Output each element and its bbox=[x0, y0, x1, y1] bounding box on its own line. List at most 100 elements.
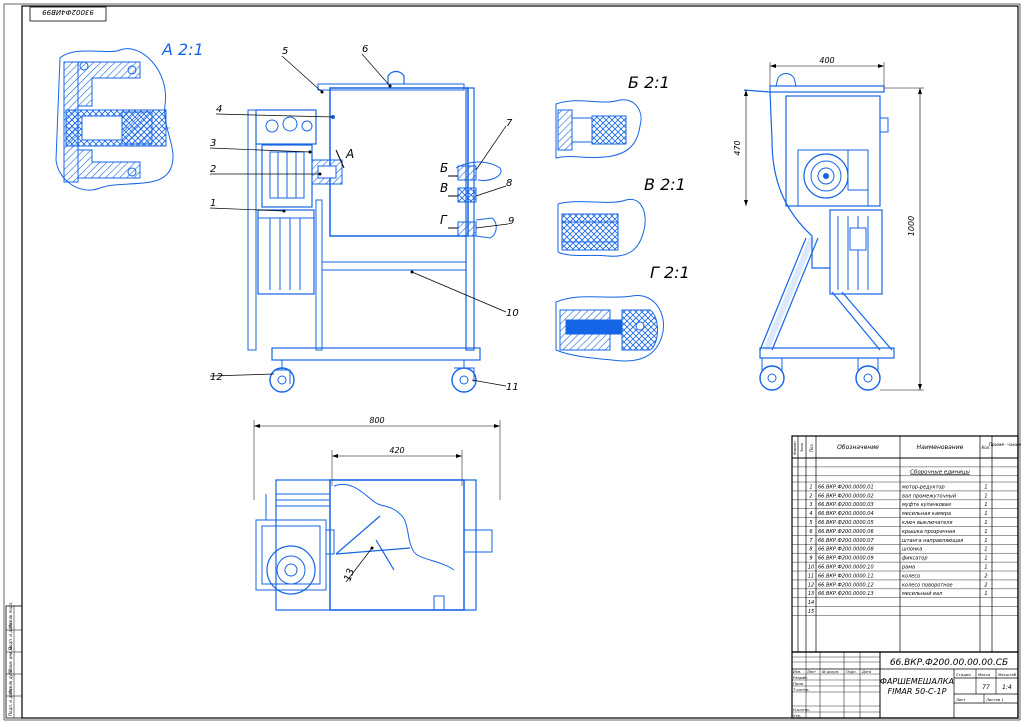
section-letter-g: Г bbox=[440, 213, 448, 227]
tb-stage-label: Стадия bbox=[956, 672, 971, 677]
bom-row-name: шпонка bbox=[902, 547, 922, 553]
callout-4: 4 bbox=[216, 104, 222, 115]
bom-row-name: вал промежуточный bbox=[902, 493, 957, 499]
bom-row-qty: 2 bbox=[984, 582, 987, 588]
detail-v-label: В 2:1 bbox=[644, 175, 686, 194]
callout-1: 1 bbox=[210, 198, 216, 209]
tb-scale: 1:4 bbox=[1002, 684, 1012, 691]
bom-row-designation: 66.ВКР.Ф200.0000.09 bbox=[818, 556, 874, 562]
sheet-frame: 93002Ф4ИВ99 bbox=[3, 3, 1021, 721]
callout-10: 10 bbox=[506, 308, 519, 319]
section-letter-b: Б bbox=[440, 161, 448, 175]
bom-head-designation: Обозначение bbox=[837, 444, 879, 451]
tb-scale-label: Масштаб bbox=[998, 672, 1017, 677]
callout-6: 6 bbox=[362, 44, 368, 55]
bom-row-qty: 1 bbox=[984, 538, 987, 544]
left-margin-stamp: Инв.№ подл. Подп. и дата Взам. инв.№ Инв… bbox=[5, 602, 23, 719]
tb-sheets-label: Листов 1 bbox=[985, 697, 1004, 702]
tb-col-izm: Изм. bbox=[793, 670, 801, 674]
bom-row-pos: 12 bbox=[808, 582, 814, 588]
tb-col-date: Дата bbox=[861, 670, 871, 674]
bom-head-format: Формат bbox=[793, 440, 797, 455]
bom-row-qty: 1 bbox=[984, 520, 987, 526]
detail-b-label: Б 2:1 bbox=[628, 73, 670, 92]
dim-side-width: 400 bbox=[819, 56, 834, 65]
tb-col-list: Лист bbox=[806, 670, 817, 674]
callout-11: 11 bbox=[506, 382, 519, 393]
bom-row-name: месильная камера bbox=[902, 511, 951, 517]
tb-sheet-label: Лист bbox=[955, 697, 966, 702]
bom-row-pos: 4 bbox=[809, 511, 812, 517]
bom-row-qty: 1 bbox=[984, 529, 987, 535]
bom-row-pos: 13 bbox=[808, 591, 814, 597]
bom-row-qty: 1 bbox=[984, 565, 987, 571]
callout-3: 3 bbox=[210, 138, 216, 149]
bom-row-pos: 3 bbox=[809, 502, 812, 508]
callout-9: 9 bbox=[508, 216, 514, 227]
dim-side-height-upper: 470 bbox=[733, 140, 742, 155]
callout-7: 7 bbox=[506, 118, 513, 129]
callout-2: 2 bbox=[210, 164, 216, 175]
bom-row-qty: 2 bbox=[984, 573, 987, 579]
bom-row-designation: 66.ВКР.Ф200.0000.12 bbox=[818, 582, 874, 588]
tb-col-sign: Подп. bbox=[846, 670, 857, 674]
bom-row-designation: 66.ВКР.Ф200.0000.10 bbox=[818, 565, 874, 571]
detail-v-view: В 2:1 bbox=[557, 175, 686, 257]
bom-row-name: ключ выключателя bbox=[902, 520, 953, 526]
top-view: 800 420 13 bbox=[253, 416, 501, 611]
title-block: Изм. Лист № докум. Подп. Дата Разраб. Пр… bbox=[791, 651, 1019, 719]
bom-row-designation: 66.ВКР.Ф200.0000.02 bbox=[818, 493, 874, 499]
detail-g-label: Г 2:1 bbox=[650, 263, 690, 282]
dim-top-overall: 800 bbox=[369, 416, 384, 425]
bom-row-qty: 1 bbox=[984, 511, 987, 517]
bom-row-qty: 1 bbox=[984, 484, 987, 490]
bom-row-name: месильный вал bbox=[902, 591, 943, 597]
bom-row-pos: 11 bbox=[808, 573, 814, 579]
bom-section-title: Сборочные единицы bbox=[910, 469, 970, 475]
tb-role-nkontr: Н.контр. bbox=[793, 707, 810, 712]
bom-row-name: муфта кулачковая bbox=[902, 502, 951, 508]
dim-side-height-total: 1000 bbox=[907, 216, 916, 236]
bom-row-pos: 10 bbox=[808, 565, 814, 571]
bom-head-zone: Зона bbox=[800, 443, 804, 452]
bom-row-qty: 1 bbox=[984, 502, 987, 508]
section-letter-a: А bbox=[345, 147, 354, 161]
side-view: 400 470 1000 bbox=[733, 56, 924, 391]
detail-b-view: Б 2:1 bbox=[555, 73, 670, 159]
bom-row-pos: 14 bbox=[808, 600, 814, 606]
bom-row-qty: 1 bbox=[984, 493, 987, 499]
bom-row-qty: 1 bbox=[984, 547, 987, 553]
callout-13: 13 bbox=[342, 567, 357, 583]
bom-row-pos: 1 bbox=[809, 484, 812, 490]
bom-head-name: Наименование bbox=[917, 444, 964, 451]
bom-row-pos: 6 bbox=[809, 529, 812, 535]
margin-label-2: Подп. и дата bbox=[8, 622, 13, 650]
bom-head-pos: Поз. bbox=[809, 443, 814, 452]
stamp-code: 93002Ф4ИВ99 bbox=[42, 8, 94, 16]
detail-a-label: А 2:1 bbox=[161, 40, 204, 59]
bom-row-pos: 15 bbox=[808, 609, 814, 615]
bom-row-designation: 66.ВКР.Ф200.0000.05 bbox=[818, 520, 874, 526]
bom-row-name: штанга направляющая bbox=[902, 538, 963, 544]
tb-role-utv: Утв. bbox=[793, 713, 801, 718]
detail-a-view: А 2:1 bbox=[55, 40, 204, 191]
bom-row-designation: 66.ВКР.Ф200.0000.08 bbox=[818, 547, 874, 553]
bom-head-qty: Кол. bbox=[981, 445, 990, 450]
tb-title-line2: FIMAR 50-С-1Р bbox=[888, 687, 947, 696]
tb-role-tkontr: Т.контр. bbox=[793, 687, 809, 692]
bom-row-pos: 2 bbox=[809, 493, 812, 499]
bom-row-name: рама bbox=[901, 565, 915, 571]
callout-12: 12 bbox=[210, 372, 223, 383]
tb-mass-label: Масса bbox=[978, 672, 991, 677]
bom-row-qty: 1 bbox=[984, 591, 987, 597]
bom-row-pos: 5 bbox=[809, 520, 812, 526]
bom-row-pos: 7 bbox=[809, 538, 813, 544]
tb-role-razrab: Разраб. bbox=[793, 675, 808, 680]
bom-row-name: крышка прозрачная bbox=[902, 529, 955, 535]
dim-top-inner: 420 bbox=[389, 446, 404, 455]
front-view-callouts: 1 2 3 4 5 6 7 8 9 10 11 12 bbox=[209, 44, 519, 393]
margin-label-4: Инв.№ дубл. bbox=[8, 668, 13, 694]
margin-label-3: Взам. инв.№ bbox=[8, 646, 13, 672]
